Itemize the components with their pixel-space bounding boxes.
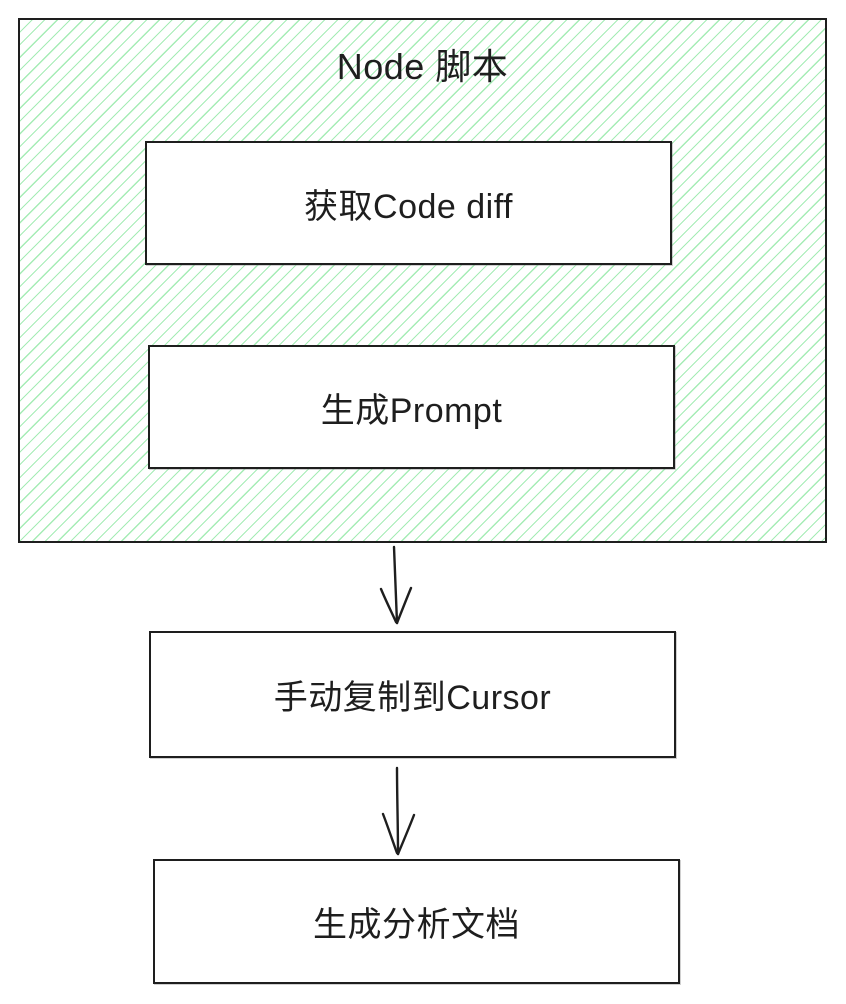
node-get-code-diff-label: 获取Code diff — [304, 187, 513, 226]
down-arrow-icon — [381, 766, 416, 856]
node-generate-prompt: 生成Prompt — [148, 345, 675, 469]
down-arrow-icon — [379, 545, 413, 625]
node-get-code-diff: 获取Code diff — [145, 141, 672, 265]
node-copy-to-cursor-label: 手动复制到Cursor — [273, 679, 552, 717]
group-title: Node 脚本 — [336, 46, 509, 87]
node-generate-analysis-doc: 生成分析文档 — [153, 859, 680, 984]
node-copy-to-cursor: 手动复制到Cursor — [149, 631, 676, 758]
node-generate-prompt-label: 生成Prompt — [320, 391, 503, 430]
node-generate-analysis-doc-label: 生成分析文档 — [313, 906, 520, 944]
